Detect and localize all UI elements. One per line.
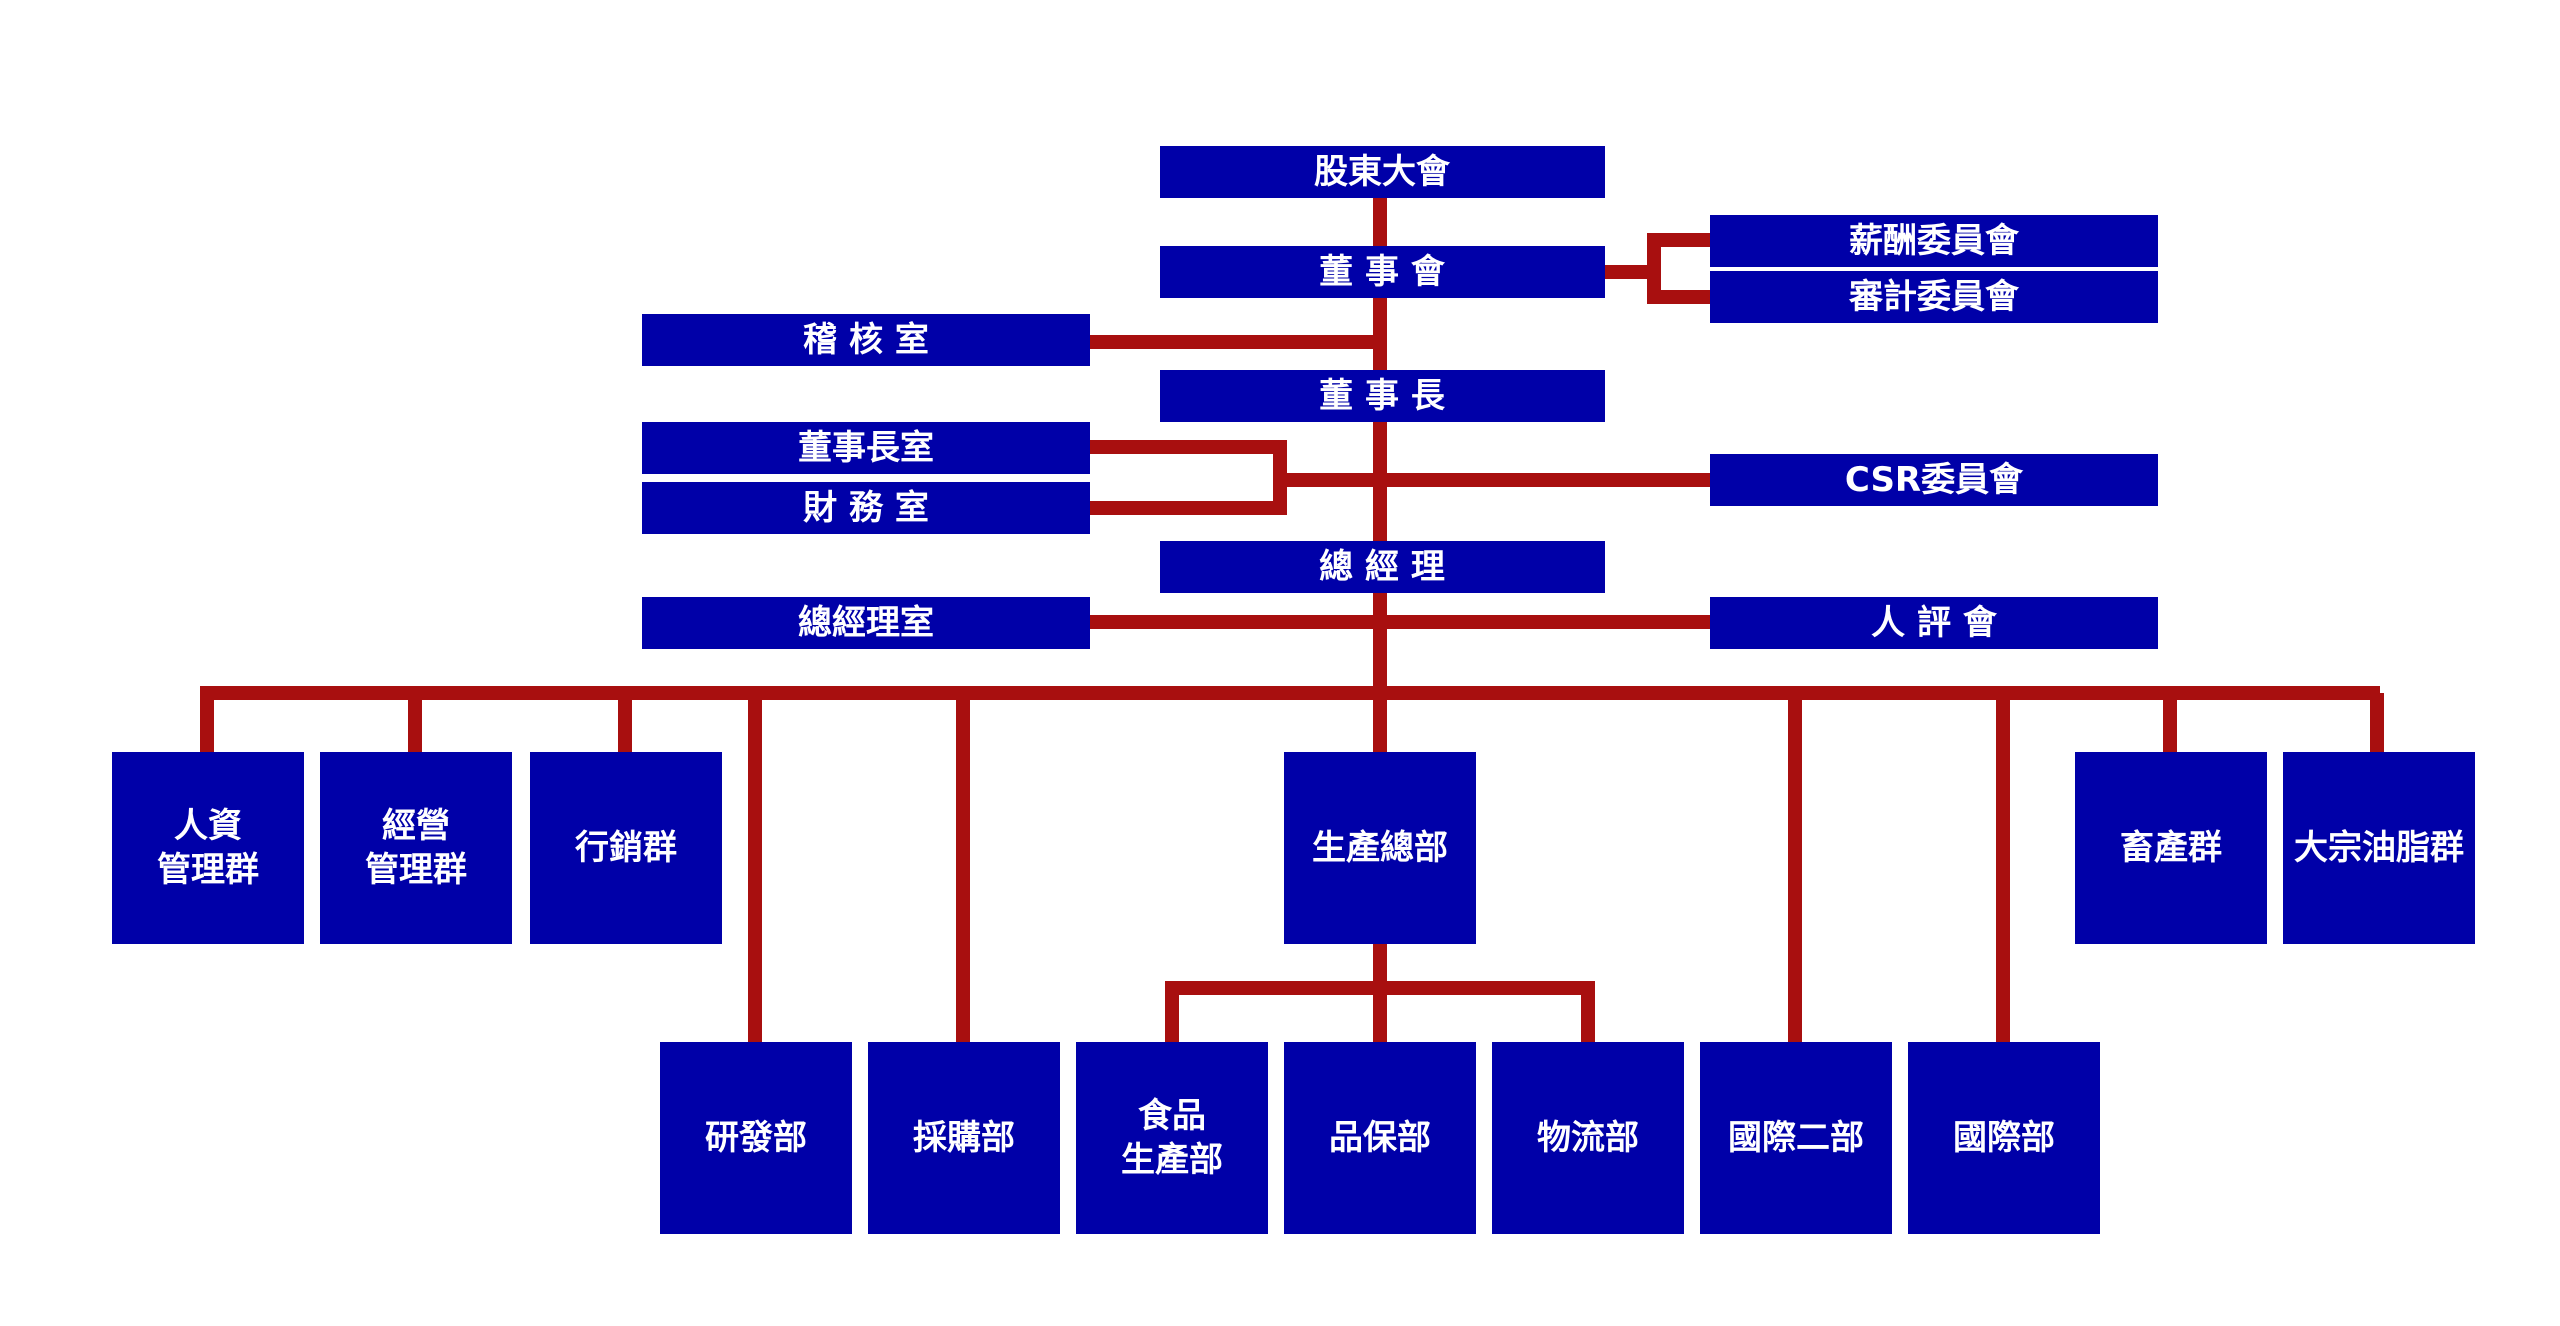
intl-2-dept-label: 國際二部 — [1728, 1118, 1864, 1158]
management-group-label-line2: 管理群 — [365, 850, 467, 890]
personnel-committee-label: 人 評 會 — [1871, 603, 1998, 643]
general-manager-label: 總 經 理 — [1319, 547, 1445, 587]
oil-group-label: 大宗油脂群 — [2294, 828, 2464, 868]
audit-office-label: 稽 核 室 — [803, 320, 929, 360]
gm-office-label: 總經理室 — [798, 603, 934, 643]
audit-committee-node: 審計委員會 — [1710, 271, 2158, 323]
audit-office-node: 稽 核 室 — [642, 314, 1090, 366]
finance-office-node: 財 務 室 — [642, 482, 1090, 534]
general-manager-node: 總 經 理 — [1160, 541, 1605, 593]
hr-group-node: 人資 管理群 — [112, 752, 304, 944]
shareholders-label: 股東大會 — [1314, 152, 1451, 192]
oil-group-node: 大宗油脂群 — [2283, 752, 2475, 944]
connectors — [200, 198, 2384, 1042]
intl-dept-node: 國際部 — [1908, 1042, 2100, 1234]
gm-office-node: 總經理室 — [642, 597, 1090, 649]
quality-dept-label: 品保部 — [1329, 1118, 1431, 1158]
procurement-dept-label: 採購部 — [913, 1118, 1015, 1158]
management-group-node: 經營 管理群 — [320, 752, 512, 944]
board-node: 董 事 會 — [1160, 246, 1605, 298]
rnd-dept-label: 研發部 — [705, 1118, 807, 1158]
livestock-group-label: 畜產群 — [2120, 828, 2222, 868]
production-branch — [1165, 981, 1595, 1042]
hr-group-label-line1: 人資 — [174, 806, 242, 846]
livestock-group-node: 畜產群 — [2075, 752, 2267, 944]
compensation-committee-node: 薪酬委員會 — [1710, 215, 2158, 267]
chairman-label: 董 事 長 — [1319, 376, 1446, 416]
procurement-dept-node: 採購部 — [868, 1042, 1060, 1234]
production-hq-label: 生產總部 — [1312, 828, 1448, 868]
marketing-group-node: 行銷群 — [530, 752, 722, 944]
rnd-dept-node: 研發部 — [660, 1042, 852, 1234]
shareholders-node: 股東大會 — [1160, 146, 1605, 198]
personnel-committee-node: 人 評 會 — [1710, 597, 2158, 649]
csr-committee-node: CSR委員會 — [1710, 454, 2158, 506]
food-production-dept-label-line1: 食品 — [1138, 1096, 1206, 1136]
board-label: 董 事 會 — [1319, 252, 1446, 292]
logistics-dept-label: 物流部 — [1537, 1118, 1639, 1158]
finance-office-label: 財 務 室 — [803, 488, 929, 528]
csr-committee-label: CSR委員會 — [1845, 460, 2024, 500]
hr-group-label-line2: 管理群 — [157, 850, 259, 890]
chairman-node: 董 事 長 — [1160, 370, 1605, 422]
intl-2-dept-node: 國際二部 — [1700, 1042, 1892, 1234]
management-group-label-line1: 經營 — [382, 806, 450, 846]
committee-bracket — [1647, 233, 1710, 304]
marketing-group-label: 行銷群 — [575, 828, 677, 868]
chairman-office-label: 董事長室 — [798, 428, 934, 468]
audit-committee-label: 審計委員會 — [1848, 277, 2020, 317]
compensation-committee-label: 薪酬委員會 — [1849, 221, 2020, 261]
production-hq-node: 生產總部 — [1284, 752, 1476, 944]
chairman-office-bracket — [1090, 440, 1287, 515]
food-production-dept-node: 食品 生產部 — [1076, 1042, 1268, 1234]
chairman-office-node: 董事長室 — [642, 422, 1090, 474]
logistics-dept-node: 物流部 — [1492, 1042, 1684, 1234]
food-production-dept-label-line2: 生產部 — [1121, 1140, 1223, 1180]
quality-dept-node: 品保部 — [1284, 1042, 1476, 1234]
intl-dept-label: 國際部 — [1953, 1118, 2055, 1158]
